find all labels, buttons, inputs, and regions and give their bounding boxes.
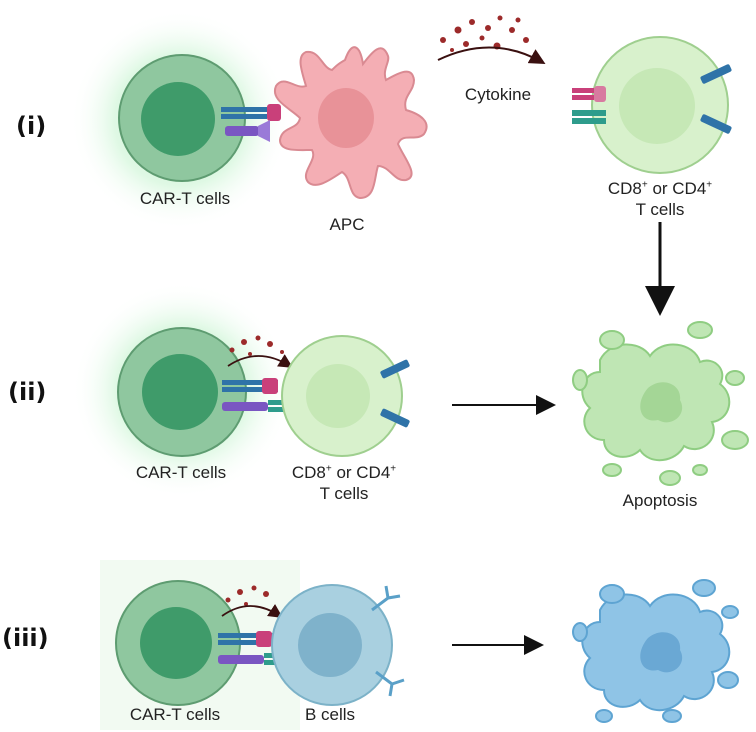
car-t-label: CAR-T cells xyxy=(129,705,221,724)
t-cell-receptors xyxy=(572,64,732,134)
apoptosis-label: Apoptosis xyxy=(622,491,698,510)
target-t-nucleus xyxy=(306,364,370,428)
car-t-nucleus xyxy=(141,82,215,156)
apc-nucleus xyxy=(318,88,374,148)
b-cell-nucleus xyxy=(298,613,362,677)
apoptotic-nucleus-green xyxy=(640,382,683,423)
apc-label: APC xyxy=(329,215,365,234)
b-cell-label: B cells xyxy=(304,705,356,724)
row-numeral-ii: (ii) xyxy=(8,378,47,406)
target-t-cell-label: CD8+ or CD4+ T cells xyxy=(607,179,713,219)
car-t-nucleus xyxy=(142,354,218,430)
cytokine-arrow xyxy=(437,46,546,64)
apoptotic-nucleus-blue xyxy=(640,632,683,673)
car-receptor xyxy=(221,104,281,142)
row-numeral-iii: (iii) xyxy=(2,624,49,652)
target-t-nucleus xyxy=(619,68,695,144)
cytokine-release xyxy=(229,335,284,356)
row-iii xyxy=(100,560,739,730)
row-i xyxy=(70,10,732,316)
cytokine-arrow xyxy=(221,604,283,618)
cytokine-arrow xyxy=(227,354,294,368)
t-cell-receptors xyxy=(380,359,410,428)
target-t-cell-label: CD8+ or CD4+ T cells xyxy=(291,463,397,503)
cytokine-release xyxy=(440,15,529,52)
row-numeral-i: (i) xyxy=(16,112,47,140)
cytokine-label: Cytokine xyxy=(464,85,532,104)
b-cell-antibodies xyxy=(371,585,405,697)
car-receptor xyxy=(222,378,290,412)
car-t-label: CAR-T cells xyxy=(135,463,227,482)
row-ii xyxy=(72,282,749,498)
car-t-nucleus xyxy=(140,607,212,679)
car-t-label: CAR-T cells xyxy=(139,189,231,208)
cytokine-release xyxy=(225,585,269,606)
